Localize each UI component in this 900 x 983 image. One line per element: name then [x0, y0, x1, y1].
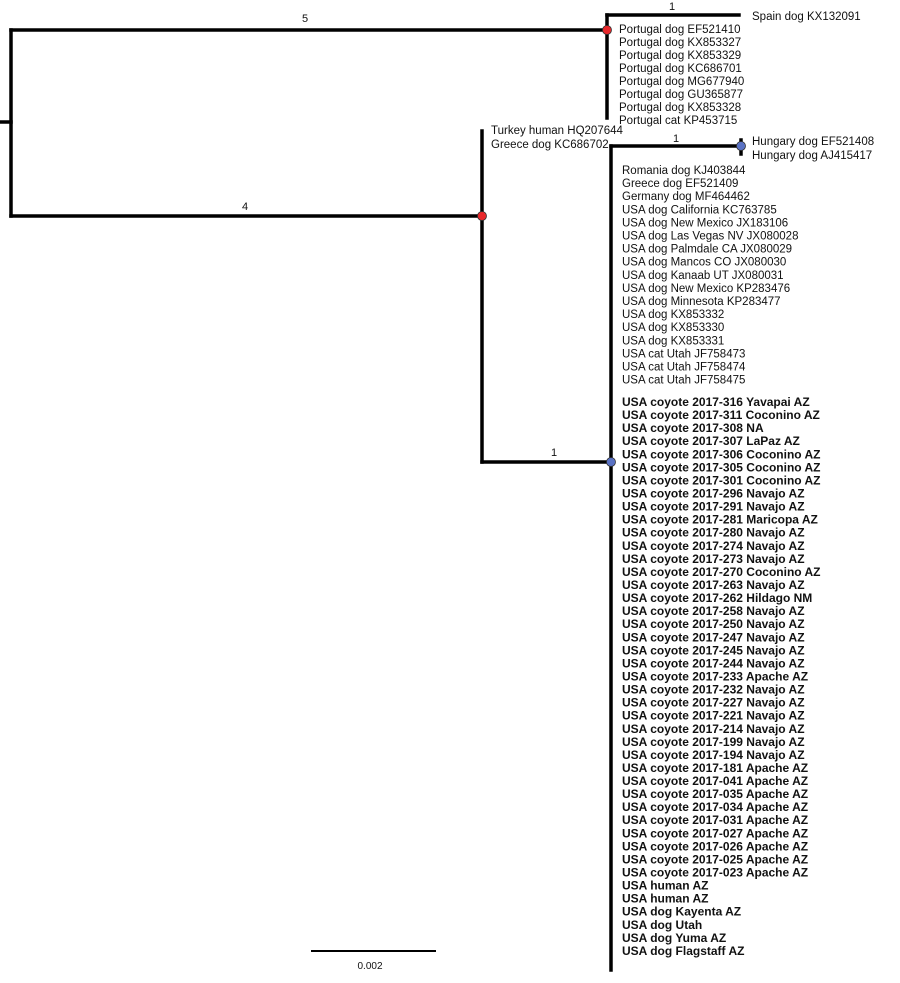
leaf-label: USA dog KX853330	[622, 322, 724, 334]
leaf-label: USA dog California KC763785	[622, 204, 777, 216]
leaf-label: USA coyote 2017-306 Coconino AZ	[622, 447, 821, 461]
node-marker-lower	[477, 211, 487, 221]
leaf-label: USA dog Las Vegas NV JX080028	[622, 231, 798, 243]
leaf-label: Portugal dog KX853327	[619, 37, 741, 49]
leaf-label: USA cat Utah JF758475	[622, 375, 745, 387]
leaf-label: USA coyote 2017-031 Apache AZ	[622, 813, 808, 827]
leaf-label: Romania dog KJ403844	[622, 165, 746, 177]
leaf-label: USA coyote 2017-316 Yavapai AZ	[622, 395, 810, 409]
leaf-label: USA dog Mancos CO JX080030	[622, 257, 786, 269]
leaf-label: USA coyote 2017-311 Coconino AZ	[622, 408, 820, 422]
leaf-label: USA cat Utah JF758473	[622, 348, 745, 360]
leaf-label: USA human AZ	[622, 879, 708, 893]
leaf-label: USA dog KX853332	[622, 309, 724, 321]
leaf-label: USA coyote 2017-250 Navajo AZ	[622, 617, 805, 631]
leaf-label: USA dog New Mexico KP283476	[622, 283, 790, 295]
leaf-label: Portugal dog KC686701	[619, 63, 742, 75]
leaf-label: USA coyote 2017-247 Navajo AZ	[622, 630, 805, 644]
leaf-label: USA coyote 2017-262 Hildago NM	[622, 591, 812, 605]
node-marker-hungary	[736, 141, 746, 151]
support-label-4: 4	[242, 201, 248, 213]
support-label-hungary: 1	[673, 133, 679, 145]
leaf-label: USA dog Utah	[622, 918, 702, 932]
leaf-label: USA coyote 2017-245 Navajo AZ	[622, 643, 805, 657]
scale-bar-label: 0.002	[357, 961, 382, 972]
leaf-label: Germany dog MF464462	[622, 191, 750, 203]
leaf-label: USA human AZ	[622, 892, 708, 906]
leaf-label: USA coyote 2017-270 Coconino AZ	[622, 565, 821, 579]
leaf-label: USA coyote 2017-221 Navajo AZ	[622, 709, 805, 723]
leaf-label: USA dog Kayenta AZ	[622, 905, 741, 919]
leaf-label: Portugal dog KX853329	[619, 50, 741, 62]
leaf-label: USA coyote 2017-232 Navajo AZ	[622, 683, 805, 697]
leaf-label: USA coyote 2017-214 Navajo AZ	[622, 722, 805, 736]
leaf-label: USA coyote 2017-194 Navajo AZ	[622, 748, 805, 762]
leaf-label: USA coyote 2017-273 Navajo AZ	[622, 552, 805, 566]
leaf-label: USA coyote 2017-308 NA	[622, 421, 764, 435]
leaf-label: Spain dog KX132091	[752, 11, 861, 23]
leaf-label: Hungary dog EF521408	[752, 136, 874, 148]
support-label-5: 5	[302, 13, 308, 25]
leaf-label: USA coyote 2017-026 Apache AZ	[622, 839, 808, 853]
leaf-label: Portugal cat KP453715	[619, 115, 737, 127]
leaf-label: USA coyote 2017-258 Navajo AZ	[622, 604, 805, 618]
leaf-label: USA dog Palmdale CA JX080029	[622, 244, 792, 256]
leaf-label: USA coyote 2017-199 Navajo AZ	[622, 735, 805, 749]
leaf-label: Portugal dog EF521410	[619, 24, 740, 36]
support-label-spain: 1	[669, 1, 675, 13]
node-marker-portugal	[602, 25, 612, 35]
leaf-label: USA coyote 2017-280 Navajo AZ	[622, 526, 805, 540]
leaf-label: Turkey human HQ207644	[491, 125, 624, 137]
leaf-label: USA coyote 2017-274 Navajo AZ	[622, 539, 805, 553]
leaf-label: Portugal dog GU365877	[619, 89, 743, 101]
support-label-usa: 1	[551, 447, 557, 459]
leaf-label: USA dog KX853331	[622, 335, 724, 347]
leaf-label: USA coyote 2017-035 Apache AZ	[622, 787, 808, 801]
leaf-label: Portugal dog KX853328	[619, 102, 741, 114]
leaf-label: USA coyote 2017-041 Apache AZ	[622, 774, 808, 788]
leaf-label: Portugal dog MG677940	[619, 76, 744, 88]
leaf-label: USA coyote 2017-263 Navajo AZ	[622, 578, 805, 592]
leaf-label: Greece dog KC686702	[491, 139, 609, 151]
leaf-label: USA coyote 2017-181 Apache AZ	[622, 761, 808, 775]
leaf-label: Greece dog EF521409	[622, 178, 738, 190]
leaf-label: USA coyote 2017-023 Apache AZ	[622, 866, 808, 880]
leaf-label: USA dog Flagstaff AZ	[622, 944, 744, 958]
leaf-label: USA dog Kanaab UT JX080031	[622, 270, 784, 282]
leaf-label: USA cat Utah JF758474	[622, 362, 746, 374]
node-marker-usa	[606, 457, 616, 467]
leaf-label: USA dog New Mexico JX183106	[622, 217, 788, 229]
leaf-label: USA coyote 2017-244 Navajo AZ	[622, 656, 805, 670]
leaf-label: Hungary dog AJ415417	[752, 150, 872, 162]
leaf-label: USA coyote 2017-233 Apache AZ	[622, 669, 808, 683]
leaf-label: USA coyote 2017-291 Navajo AZ	[622, 500, 805, 514]
leaf-label: USA coyote 2017-296 Navajo AZ	[622, 486, 805, 500]
leaf-label: USA dog Yuma AZ	[622, 931, 726, 945]
leaf-label: USA dog Minnesota KP283477	[622, 296, 781, 308]
leaf-label: USA coyote 2017-281 Maricopa AZ	[622, 513, 818, 527]
leaf-label: USA coyote 2017-301 Coconino AZ	[622, 473, 821, 487]
leaf-label: USA coyote 2017-227 Navajo AZ	[622, 696, 805, 710]
leaf-label: USA coyote 2017-307 LaPaz AZ	[622, 434, 800, 448]
leaf-label: USA coyote 2017-305 Coconino AZ	[622, 460, 821, 474]
leaf-label: USA coyote 2017-027 Apache AZ	[622, 826, 808, 840]
leaf-label: USA coyote 2017-034 Apache AZ	[622, 800, 808, 814]
leaf-label: USA coyote 2017-025 Apache AZ	[622, 852, 808, 866]
